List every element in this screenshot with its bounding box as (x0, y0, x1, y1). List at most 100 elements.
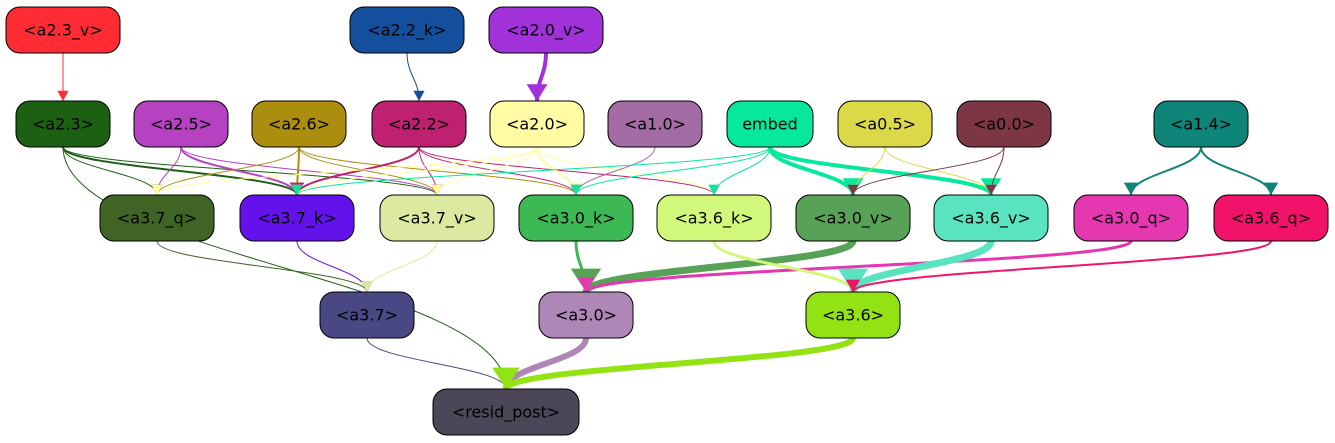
edge-a2_0-to-a3_7_k (296, 146, 538, 196)
edge-a1_0-to-a3_0_k (575, 146, 656, 196)
edge-a3_7_q-to-a3_7 (156, 240, 368, 293)
node-label: <a1.0> (624, 115, 686, 134)
node-a3-6-q[interactable]: <a3.6_q> (1213, 194, 1329, 242)
arrowhead-a2_0-to-a3_7_q (151, 184, 163, 195)
edge-a2_6-to-a3_0_k (298, 146, 577, 196)
node-label: <a3.0_k> (536, 209, 615, 229)
node-layer: <a2.3_v> <a2.2_k> <a2.0_v> <a2.3> <a2.5> <a2.… (5, 6, 1329, 436)
node-label: <a0.0> (973, 115, 1035, 134)
edge-a2_0-to-a3_7_q (156, 146, 538, 196)
edge-a2_6-to-a3_7_q (156, 146, 300, 196)
edge-a3_6_v-to-a3_6 (849, 239, 995, 294)
node-a3-6[interactable]: <a3.6> (805, 291, 901, 339)
node-a2-0-v[interactable]: <a2.0_v> (488, 6, 604, 54)
arrowhead-a3_6-to-resid_post (492, 367, 520, 389)
node-box (656, 194, 772, 242)
arrowhead-embed-to-a3_0_k (570, 184, 582, 195)
node-label: <a2.6> (268, 115, 330, 134)
node-label: <a3.0> (555, 306, 617, 325)
node-a0-5[interactable]: <a0.5> (837, 100, 933, 148)
edge-a2_2-to-a3_6_k (418, 146, 715, 196)
node-box (1073, 194, 1189, 242)
node-a2-3[interactable]: <a2.3> (15, 100, 111, 148)
node-box (518, 194, 634, 242)
node-label: <a3.6_q> (1231, 209, 1311, 229)
node-a3-7[interactable]: <a3.7> (319, 291, 415, 339)
edge-a1_4-to-a3_6_q (1200, 146, 1272, 196)
edge-a2_0-to-a3_6_k (536, 146, 715, 196)
node-a2-2-k[interactable]: <a2.2_k> (349, 6, 465, 54)
edge-a2_5-to-a3_7_v (180, 146, 438, 196)
edge-a2_5-to-a3_7_k (180, 146, 298, 196)
node-box (239, 194, 355, 242)
node-resid-post[interactable]: <resid_post> (432, 388, 580, 436)
node-a2-6[interactable]: <a2.6> (251, 100, 347, 148)
node-a3-6-k[interactable]: <a3.6_k> (656, 194, 772, 242)
node-box (99, 194, 215, 242)
node-label: <a3.0_q> (1091, 209, 1171, 229)
arrowhead-a2_0_v-to-a2_0 (526, 84, 548, 101)
node-box (379, 194, 495, 242)
node-a2-2[interactable]: <a2.2> (371, 100, 467, 148)
edge-embed-to-a3_6_v (768, 146, 993, 196)
node-a1-0[interactable]: <a1.0> (607, 100, 703, 148)
node-a3-7-v[interactable]: <a3.7_v> (379, 194, 495, 242)
edge-a2_3-to-a3_7_k (62, 146, 298, 196)
node-a0-0[interactable]: <a0.0> (956, 100, 1052, 148)
node-a3-6-v[interactable]: <a3.6_v> (933, 194, 1049, 242)
node-a3-0-q[interactable]: <a3.0_q> (1073, 194, 1189, 242)
edge-a2_2-to-a3_0_k (418, 146, 577, 196)
node-a3-0-k[interactable]: <a3.0_k> (518, 194, 634, 242)
node-label: <a2.3_v> (23, 21, 103, 41)
edge-a0_0-to-a3_0_v (852, 146, 1005, 196)
edge-a2_0-to-a3_7_v (436, 146, 538, 196)
node-box (956, 100, 1052, 148)
edge-a3_6_q-to-a3_6 (852, 240, 1272, 293)
arrowhead-a2_2_k-to-a2_2 (413, 90, 425, 101)
node-a3-7-k[interactable]: <a3.7_k> (239, 194, 355, 242)
edge-a3_7_v-to-a3_7 (366, 240, 438, 293)
node-a2-3-v[interactable]: <a2.3_v> (5, 6, 121, 54)
node-a2-5[interactable]: <a2.5> (133, 100, 229, 148)
edge-a2_3-to-a3_7_v (62, 146, 438, 196)
node-a3-0-v[interactable]: <a3.0_v> (795, 194, 911, 242)
node-box (933, 194, 1049, 242)
edge-a0_5-to-a3_6_v (884, 146, 992, 196)
edge-a2_2-to-a3_7_k (296, 146, 420, 196)
node-a3-7-q[interactable]: <a3.7_q> (99, 194, 215, 242)
node-box (319, 291, 415, 339)
node-box (805, 291, 901, 339)
node-label: <a2.5> (150, 115, 212, 134)
node-label: <a2.0> (506, 115, 568, 134)
arrowhead-a1_4-to-a3_0_q (1123, 182, 1139, 195)
node-label: embed (742, 115, 798, 134)
node-box (489, 100, 585, 148)
node-box (795, 194, 911, 242)
node-label: <a2.3> (32, 115, 94, 134)
edge-embed-to-a3_7_k (296, 146, 771, 196)
edge-a2_6-to-a3_7_v (298, 146, 438, 196)
node-label: <a1.4> (1170, 115, 1232, 134)
node-box (371, 100, 467, 148)
edge-embed-to-a3_0_k (575, 146, 771, 196)
node-label: <a3.7_v> (397, 209, 477, 229)
node-label: <resid_post> (452, 403, 560, 423)
edge-a1_4-to-a3_0_q (1130, 146, 1202, 196)
node-a2-0[interactable]: <a2.0> (489, 100, 585, 148)
node-label: <a3.7_k> (257, 209, 336, 229)
edge-a3_6_k-to-a3_6 (712, 240, 855, 293)
arrowhead-a2_0-to-a3_7_v (431, 184, 443, 195)
arrowhead-a0_0-to-a3_6_v (985, 184, 997, 195)
node-label: <a3.0_v> (813, 209, 893, 229)
node-label: <a3.6> (822, 306, 884, 325)
node-box (432, 388, 580, 436)
arrowhead-a2_3_v-to-a2_3 (57, 90, 69, 101)
node-label: <a3.6_v> (951, 209, 1031, 229)
node-embed[interactable]: embed (726, 100, 814, 148)
node-a1-4[interactable]: <a1.4> (1153, 100, 1249, 148)
node-label: <a2.2> (388, 115, 450, 134)
node-a3-0[interactable]: <a3.0> (538, 291, 634, 339)
node-label: <a2.2_k> (367, 21, 446, 41)
node-box (538, 291, 634, 339)
